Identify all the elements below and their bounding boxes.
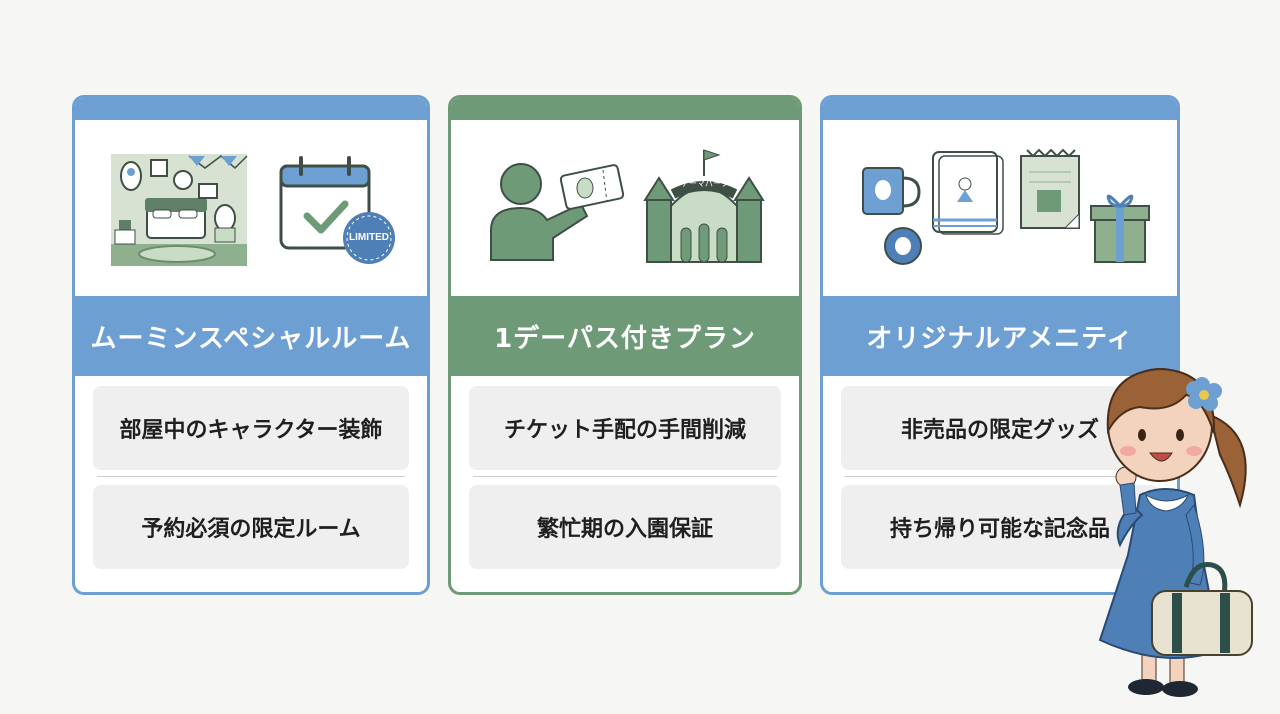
item-divider — [845, 476, 1155, 477]
card-title: 1デーパス付きプラン — [451, 296, 799, 376]
decorated-room-icon — [111, 154, 248, 266]
card-original-amenity: オリジナルアメニティ 非売品の限定グッズ 持ち帰り可能な記念品 — [820, 95, 1180, 595]
gift-box-icon — [1090, 194, 1150, 263]
card-illustration: LIMITED — [75, 120, 427, 296]
girl-character-illustration — [1098, 367, 1253, 697]
card-illustration — [823, 120, 1177, 296]
card-title: オリジナルアメニティ — [823, 296, 1177, 376]
card-title: ムーミンスペシャルルーム — [75, 296, 427, 376]
item-divider — [473, 476, 777, 477]
theme-park-gate-icon — [643, 149, 765, 263]
feature-item: 予約必須の限定ルーム — [93, 485, 409, 569]
mug-icon — [862, 167, 921, 215]
gate-sign-text: テーマパーク — [681, 179, 729, 188]
person-ticket-icon — [490, 163, 625, 261]
badge-icon — [884, 227, 922, 265]
card-top-bar — [451, 98, 799, 120]
card-top-bar — [823, 98, 1177, 120]
feature-item: 繁忙期の入園保証 — [469, 485, 781, 569]
feature-item: 部屋中のキャラクター装飾 — [93, 386, 409, 470]
feature-item: 持ち帰り可能な記念品 — [841, 485, 1159, 569]
card-top-bar — [75, 98, 427, 120]
feature-item: 非売品の限定グッズ — [841, 386, 1159, 470]
card-day-pass-plan: テーマパーク 1デーパス付きプラン チケット手配の手間削減 繁忙期の入園保証 — [448, 95, 802, 595]
limited-calendar-icon — [279, 156, 395, 264]
card-special-room: LIMITED ムーミンスペシャルルーム 部屋中のキャラクター装飾 予約必須の限… — [72, 95, 430, 595]
limited-badge-text: LIMITED — [349, 232, 389, 243]
feature-item: チケット手配の手間削減 — [469, 386, 781, 470]
towel-icon — [932, 151, 1004, 235]
notebook-icon — [1020, 148, 1080, 229]
item-divider — [97, 476, 405, 477]
card-illustration: テーマパーク — [451, 120, 799, 296]
